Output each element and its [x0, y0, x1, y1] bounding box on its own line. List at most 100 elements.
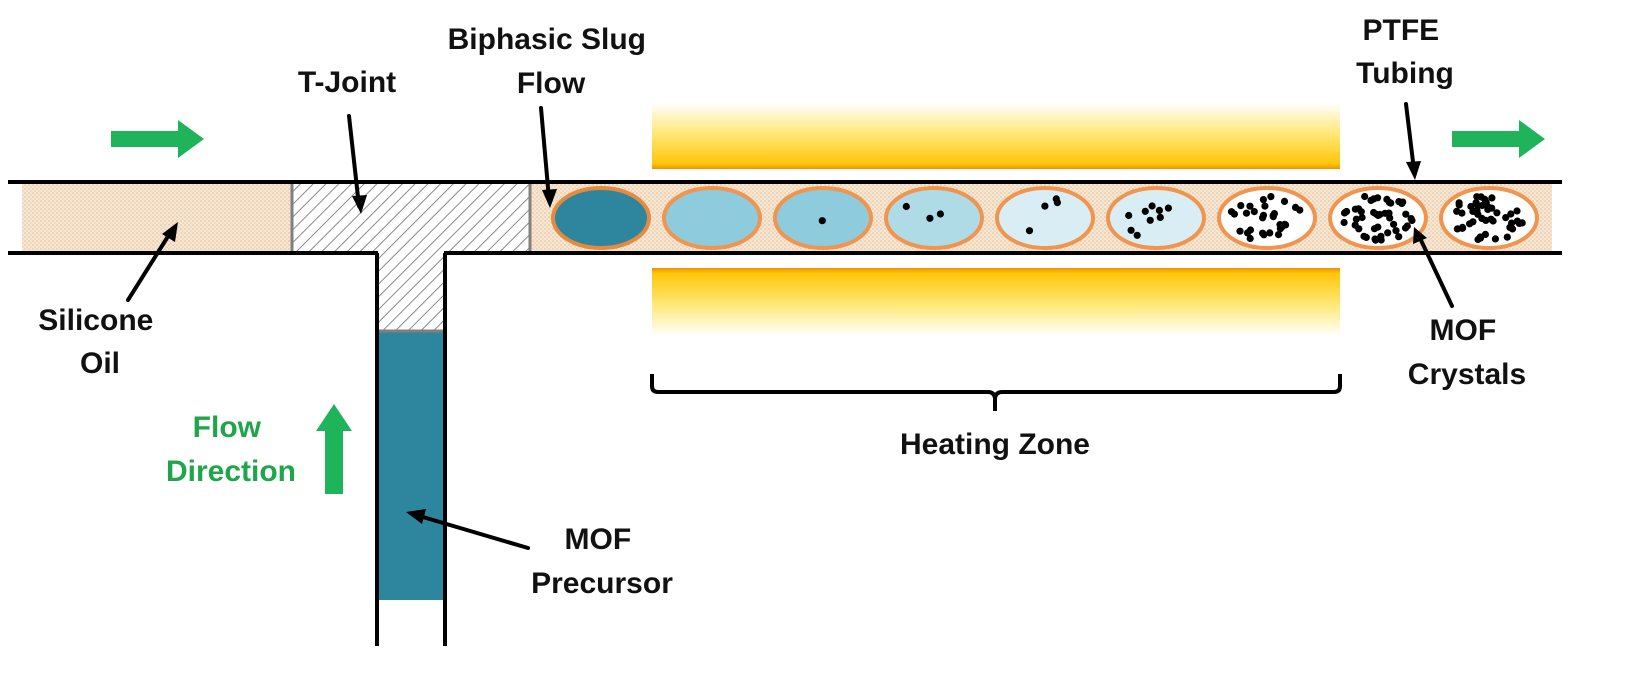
- crystal: [1488, 194, 1496, 202]
- crystal: [1141, 207, 1149, 215]
- crystal: [1243, 229, 1252, 237]
- crystal: [1390, 220, 1398, 228]
- crystal: [926, 214, 934, 222]
- crystal: [1473, 207, 1481, 215]
- crystal: [1340, 218, 1348, 227]
- crystal: [1503, 233, 1511, 241]
- crystal: [1474, 235, 1482, 244]
- crystal: [1261, 202, 1269, 210]
- slug-1: [551, 186, 651, 250]
- crystal: [1237, 202, 1245, 210]
- crystal: [1127, 226, 1135, 234]
- crystal: [1377, 236, 1385, 244]
- crystal: [1351, 205, 1359, 213]
- flow-arrow-right: [1452, 120, 1545, 158]
- crystal: [1458, 223, 1467, 231]
- slug-5: [995, 186, 1095, 250]
- crystal: [1361, 192, 1369, 201]
- crystal: [1518, 219, 1526, 227]
- crystal: [1156, 213, 1164, 221]
- crystal: [1360, 232, 1368, 240]
- arrowhead-mof-crystals: [1413, 227, 1427, 244]
- label-biphasic-slug-flow: Biphasic Slug Flow: [448, 23, 655, 100]
- crystal: [1513, 207, 1521, 215]
- crystal: [1125, 211, 1133, 220]
- heater-bottom: [652, 268, 1340, 336]
- crystal: [1246, 234, 1254, 243]
- crystal: [1398, 199, 1406, 208]
- heating-zone-brace: [650, 374, 1342, 411]
- crystal: [1278, 223, 1286, 231]
- slug-2: [662, 186, 762, 250]
- pointer-silicone-oil: [126, 228, 174, 302]
- crystal: [818, 217, 826, 225]
- pointer-mof-crystals: [1417, 234, 1454, 308]
- crystal: [1481, 230, 1489, 238]
- pointer-t-joint: [347, 114, 361, 208]
- crystal: [1392, 227, 1400, 235]
- crystal: [1242, 209, 1251, 217]
- crystal: [936, 210, 945, 218]
- crystal: [1482, 198, 1490, 207]
- crystal: [1267, 193, 1275, 201]
- slug-group: [551, 186, 1539, 250]
- crystal: [1507, 210, 1515, 218]
- pointer-slug-flow: [539, 106, 551, 201]
- crystal: [1508, 219, 1516, 227]
- crystal: [1374, 223, 1382, 231]
- slug-7: [1217, 186, 1317, 250]
- flow-arrow-up: [316, 404, 352, 494]
- crystal: [1246, 202, 1254, 210]
- crystal: [1487, 215, 1495, 223]
- arrowhead-slug-flow: [542, 189, 557, 208]
- precursor-column: [378, 332, 444, 600]
- arrowhead-mof-precursor: [406, 509, 426, 524]
- crystal: [1133, 231, 1141, 239]
- crystal: [1370, 195, 1378, 203]
- crystal: [1148, 202, 1156, 210]
- crystal: [1053, 199, 1061, 207]
- crystal: [1227, 208, 1236, 216]
- arrowhead-t-joint: [352, 195, 367, 214]
- crystal: [1508, 225, 1517, 233]
- crystal: [1407, 215, 1415, 223]
- crystal: [1259, 196, 1267, 204]
- crystal: [1491, 235, 1499, 243]
- crystal: [1395, 233, 1403, 241]
- crystal: [1155, 206, 1163, 214]
- crystal: [1484, 205, 1492, 213]
- heater-top: [652, 103, 1340, 169]
- crystal: [1384, 229, 1392, 237]
- label-flow-direction: Flow Direction: [166, 411, 296, 488]
- crystal: [1453, 207, 1461, 215]
- crystal: [1269, 213, 1277, 221]
- crystal: [1259, 211, 1268, 219]
- arrowhead-ptfe-tubing: [1406, 161, 1421, 180]
- slug-4: [884, 186, 984, 250]
- flow-arrow-left: [111, 120, 204, 158]
- crystal: [1352, 215, 1360, 223]
- crystal: [902, 202, 910, 211]
- crystal: [1236, 227, 1244, 235]
- crystal: [1502, 214, 1510, 222]
- t-joint-hatch: [292, 184, 530, 252]
- crystal: [1387, 199, 1395, 207]
- crystal: [1401, 224, 1410, 232]
- label-t-joint: T-Joint: [298, 66, 396, 99]
- crystal: [1146, 216, 1154, 224]
- crystal: [1266, 229, 1274, 237]
- crystal: [1025, 227, 1034, 235]
- crystal: [1280, 197, 1289, 205]
- pointer-mof-precursor: [414, 513, 530, 550]
- label-mof-precursor: MOF Precursor: [531, 523, 673, 600]
- slug-6: [1106, 186, 1206, 250]
- label-mof-crystals: MOF Crystals: [1408, 314, 1526, 391]
- crystal: [1357, 208, 1365, 216]
- crystal: [1455, 201, 1463, 209]
- crystal: [1372, 236, 1380, 244]
- arrowhead-silicone-oil: [162, 222, 178, 242]
- crystal: [1381, 209, 1389, 217]
- label-ptfe-tubing: PTFE Tubing: [1356, 14, 1454, 90]
- pointer-ptfe-tubing: [1404, 102, 1416, 172]
